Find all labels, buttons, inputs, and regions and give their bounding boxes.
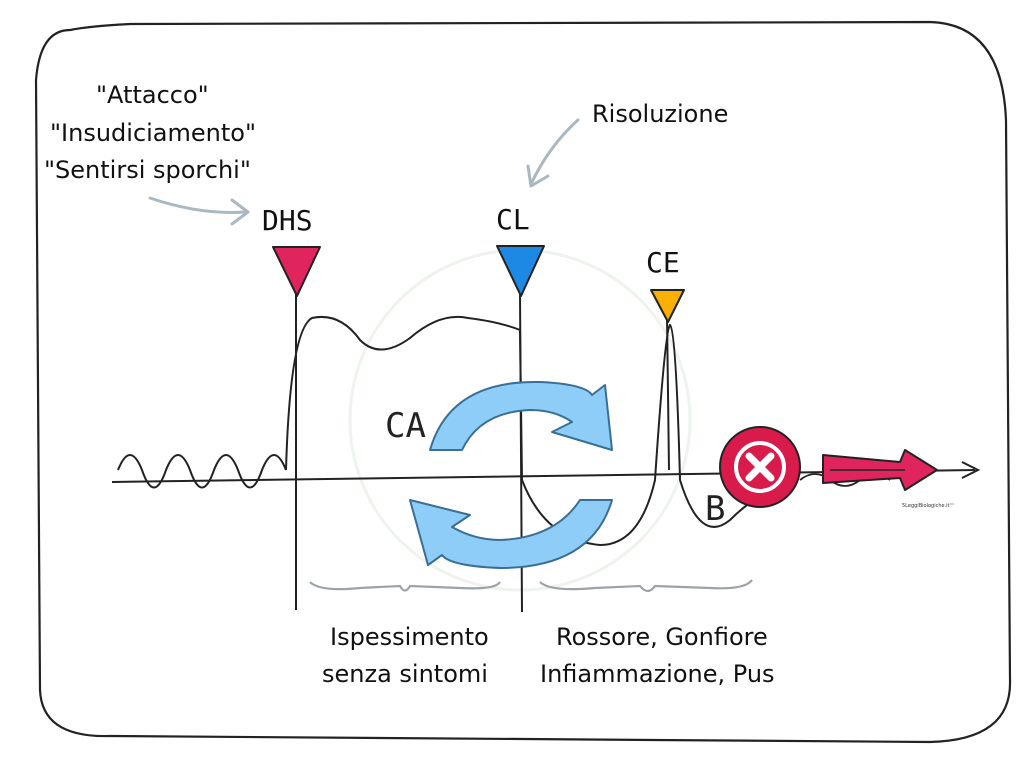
frame-border xyxy=(34,20,1012,744)
phase-b-label: B xyxy=(705,489,725,529)
quote-attacco: "Attacco" xyxy=(96,81,209,109)
caption-left-line2: senza sintomi xyxy=(322,660,488,688)
normal-rhythm-wave xyxy=(117,454,287,489)
close-icon xyxy=(745,452,775,482)
caption-right-line1: Rossore, Gonfiore xyxy=(556,623,768,651)
stop-inner-ring xyxy=(734,441,786,493)
phase-ca-label: CA xyxy=(385,406,426,446)
dhs-marker-icon xyxy=(272,246,321,297)
pointer-arrow-cl xyxy=(530,118,580,184)
cycle-arrow-bottom-icon xyxy=(409,499,613,569)
cycle-arrow-top-icon xyxy=(429,380,613,451)
caption-left-line1: Ispessimento xyxy=(330,623,489,651)
pointer-arrowhead-cl xyxy=(526,164,550,188)
pointer-arrowhead-dhs xyxy=(230,198,250,226)
watermark-text: 5LeggiBiologiche.it™ xyxy=(902,503,955,509)
right-brace xyxy=(539,579,753,593)
caption-right-line2: Infiammazione, Pus xyxy=(540,660,775,688)
ce-label: CE xyxy=(646,246,680,279)
pointer-arrow-dhs xyxy=(148,196,247,214)
ce-marker-icon xyxy=(650,289,685,323)
ce-vertical-line xyxy=(666,314,670,471)
dhs-label: DHS xyxy=(262,204,313,237)
resolution-label: Risoluzione xyxy=(592,100,728,128)
quote-insudiciamento: "Insudiciamento" xyxy=(50,119,256,147)
cl-marker-icon xyxy=(496,245,545,297)
left-brace xyxy=(309,581,501,592)
cl-label: CL xyxy=(496,203,530,236)
axis-arrowhead xyxy=(961,461,981,479)
quote-sentirsi-sporchi: "Sentirsi sporchi" xyxy=(44,156,251,184)
